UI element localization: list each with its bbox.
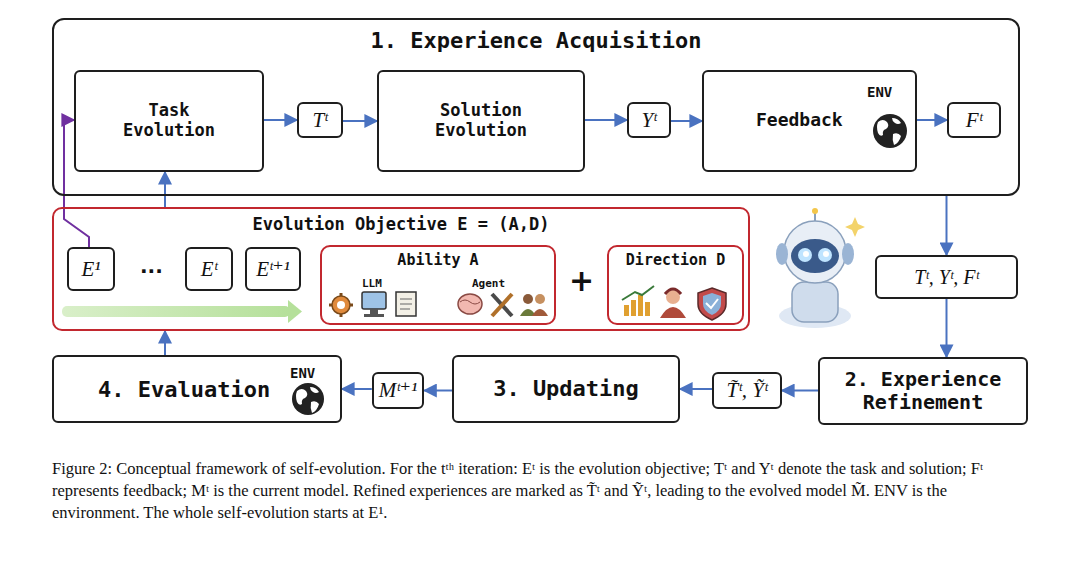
- progress-band: [62, 300, 302, 323]
- globe-icon: [292, 383, 324, 415]
- node-label: Tᵗ, Yᵗ, Fᵗ: [914, 266, 979, 289]
- symbol-box: Fᵗ: [947, 102, 1001, 138]
- node-label: Feedback: [756, 110, 843, 131]
- symbol-box: Eᵗ: [185, 247, 233, 291]
- flow-arrow: [342, 388, 372, 390]
- stage-box: 2. Experience Refinement: [818, 357, 1028, 425]
- flow-arrow: [164, 172, 166, 207]
- symbol-box: T̃ᵗ, Ỹᵗ: [712, 372, 782, 409]
- llm-icons: [329, 292, 416, 317]
- node-label: 3. Updating: [493, 376, 639, 401]
- robot-illustration: [776, 208, 865, 328]
- node-label: Direction D: [609, 252, 742, 269]
- flow-arrow: [782, 390, 818, 392]
- node-label: Fᵗ: [966, 108, 982, 132]
- node-label: Mᵗ⁺¹: [379, 378, 417, 402]
- process-box: Solution Evolution: [377, 70, 585, 172]
- globe-icon: [873, 114, 907, 148]
- symbol-box: Mᵗ⁺¹: [372, 372, 424, 409]
- flow-arrow: [946, 299, 948, 357]
- figure-caption: Figure 2: Conceptual framework of self-e…: [52, 458, 1037, 523]
- ellipsis-label: ...: [140, 254, 163, 278]
- direction-box: Direction D: [607, 245, 744, 325]
- node-label: T̃ᵗ, Ỹᵗ: [727, 378, 768, 402]
- node-sublabel: LLM: [362, 278, 382, 291]
- start-arrow: [64, 120, 89, 247]
- symbol-box: Yᵗ: [627, 102, 671, 138]
- symbol-box: Tᵗ: [297, 102, 343, 138]
- node-label: 2. Experience Refinement: [828, 368, 1018, 414]
- flow-arrow: [424, 390, 452, 392]
- node-label: 4. Evaluation: [98, 377, 270, 402]
- process-box: Task Evolution: [74, 70, 264, 172]
- node-sublabel: ENV: [867, 84, 892, 100]
- ability-box: Ability A LLM Agent: [320, 245, 556, 325]
- node-label: 1. Experience Acquisition: [54, 28, 1018, 53]
- flow-arrow: [917, 119, 947, 121]
- flow-arrow: [264, 119, 297, 121]
- node-label: Ability A: [322, 252, 554, 269]
- environment-box: Feedback ENV: [702, 70, 917, 172]
- flow-arrow: [585, 119, 627, 121]
- symbol-box: Tᵗ, Yᵗ, Fᵗ: [875, 255, 1018, 299]
- stage-panel: 1. Experience AcquisitionTask Evolution T…: [52, 18, 1020, 196]
- flow-arrow: [164, 331, 166, 355]
- stage-box: 4. Evaluation ENV: [52, 355, 342, 423]
- node-sublabel: Agent: [472, 278, 505, 291]
- stage-box: 3. Updating: [452, 355, 680, 423]
- node-label: Tᵗ: [312, 108, 327, 132]
- flow-arrow: [671, 120, 702, 122]
- flow-arrow: [343, 120, 377, 122]
- node-label: Eᵗ⁺¹: [256, 257, 290, 281]
- node-label: Eᵗ: [201, 257, 217, 281]
- flow-arrow: [946, 196, 948, 255]
- node-sublabel: ENV: [290, 365, 315, 381]
- plus-sign: +: [569, 263, 594, 298]
- node-label: Evolution Objective E = (A,D): [54, 215, 748, 235]
- agent-icons: [458, 294, 548, 316]
- symbol-box: Eᵗ⁺¹: [245, 247, 301, 291]
- node-label: E¹: [81, 257, 100, 281]
- direction-icons: [622, 286, 726, 320]
- symbol-box: E¹: [67, 247, 115, 291]
- node-label: Task Evolution: [109, 101, 229, 140]
- node-label: Solution Evolution: [421, 101, 541, 140]
- node-label: Yᵗ: [641, 108, 656, 132]
- flow-arrow: [680, 388, 712, 390]
